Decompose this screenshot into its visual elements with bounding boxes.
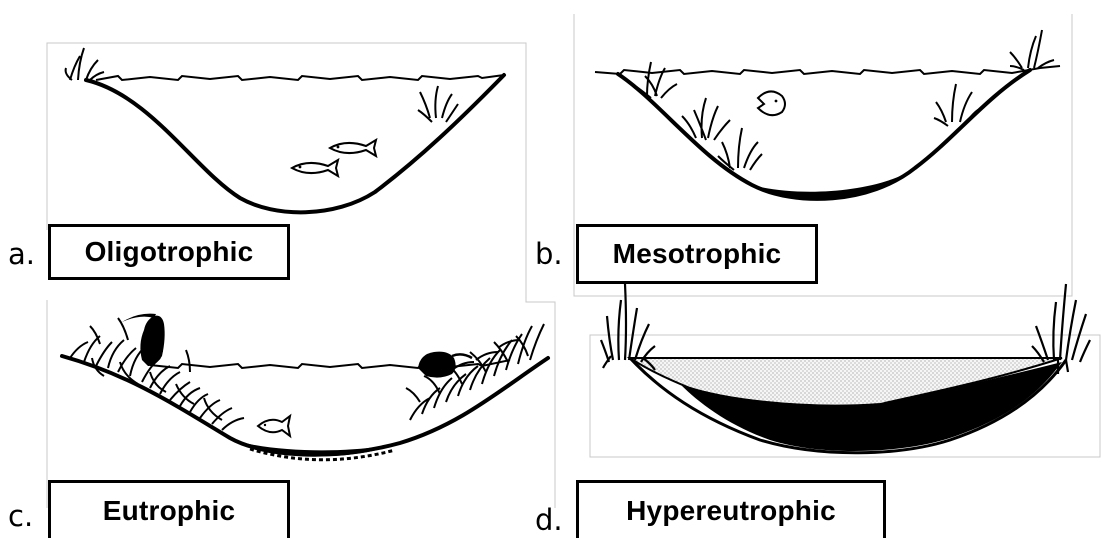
reed-clump-icon: [682, 98, 730, 140]
panel-d-letter: d.: [535, 506, 563, 535]
fish-icon: [292, 160, 338, 176]
panel-a-name-box: Oligotrophic: [48, 224, 290, 280]
panel-d-name: Hypereutrophic: [626, 495, 836, 527]
panel-c-name-box: Eutrophic: [48, 480, 290, 538]
reed-clump-icon: [718, 128, 762, 170]
panel-d-hypereutrophic-lake: [601, 284, 1090, 453]
panel-b-mesotrophic-lake: [595, 30, 1060, 199]
panel-c-eutrophic-lake: [62, 314, 548, 460]
fish-icon: [330, 140, 376, 156]
lake-basin: [618, 70, 1030, 199]
fish-icon: [758, 91, 785, 115]
reed-clump-icon: [418, 86, 458, 122]
lake-basin: [62, 356, 548, 455]
panel-b-letter: b.: [535, 240, 563, 269]
panel-a-letter: a.: [8, 240, 35, 269]
fish-icon: [258, 416, 290, 436]
panel-d-name-box: Hypereutrophic: [576, 480, 886, 538]
panel-a-oligotrophic-lake: [66, 48, 504, 212]
panel-c-name: Eutrophic: [103, 495, 235, 527]
lake-basin: [86, 75, 504, 212]
panel-b-name: Mesotrophic: [613, 238, 782, 270]
panel-b-name-box: Mesotrophic: [576, 224, 818, 284]
panel-a-name: Oligotrophic: [85, 236, 254, 268]
reed-clump-icon: [66, 48, 104, 80]
reed-clump-icon: [1010, 30, 1054, 70]
panel-c-letter: c.: [8, 502, 33, 531]
water-surface: [96, 75, 504, 80]
